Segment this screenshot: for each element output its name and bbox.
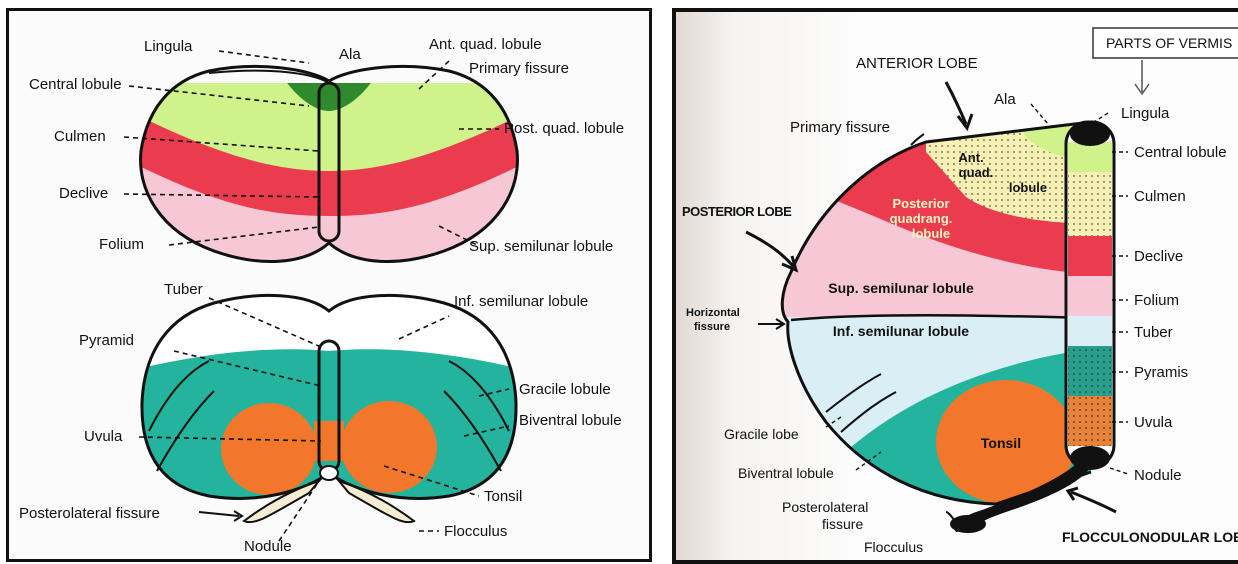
inner-post-1: Posterior [892,196,949,211]
label-biventral-lobule: Biventral lobule [519,412,622,429]
label-culmen: Culmen [1134,188,1186,205]
label-uvula: Uvula [84,428,123,445]
inner-sup-semilunar: Sup. semilunar lobule [828,280,974,296]
label-biventral-lobule: Biventral lobule [738,465,834,481]
inner-ant-1: Ant. [958,150,983,165]
label-primary-fissure: Primary fissure [469,60,569,77]
inner-post-3: lobule [912,226,950,241]
label-post-quad-lobule: Post. quad. lobule [504,120,624,137]
label-culmen: Culmen [54,128,106,145]
inner-ant-2: quad. [959,165,994,180]
label-ant-quad-lobule: Ant. quad. lobule [429,36,542,53]
label-uvula: Uvula [1134,414,1173,431]
inner-ant-3: lobule [1009,180,1047,195]
label-pyramid: Pyramid [79,332,134,349]
label-posterolateral: Posterolateral [782,499,868,515]
label-lingula: Lingula [1121,105,1170,122]
label-ala: Ala [994,91,1016,108]
label-anterior-lobe: ANTERIOR LOBE [856,55,978,72]
inferior-surface-bands [129,281,529,521]
label-flocculus: Flocculus [444,523,507,540]
label-horizontal-fissure: fissure [694,321,730,333]
label-nodule: Nodule [1134,467,1182,484]
flocculus-shape [950,515,986,533]
label-horizontal: Horizontal [686,307,740,319]
label-tuber: Tuber [164,281,203,298]
tonsil-right [341,401,437,493]
nodule-shape [320,466,338,480]
label-tuber: Tuber [1134,324,1173,341]
label-posterolateral-fissure: fissure [822,516,863,532]
label-declive: Declive [59,185,108,202]
label-declive: Declive [1134,248,1183,265]
label-posterior-lobe: POSTERIOR LOBE [682,204,792,219]
label-ala: Ala [339,46,361,63]
label-gracile-lobe: Gracile lobe [724,426,799,442]
superior-inferior-cerebellum-diagram: Lingula Ala Ant. quad. lobule Primary fi… [9,11,649,559]
inner-inf-semilunar: Inf. semilunar lobule [833,323,969,339]
tonsil-left [221,403,317,495]
lingula-shape [1070,122,1110,146]
inner-tonsil: Tonsil [981,435,1021,451]
label-central-lobule: Central lobule [1134,144,1227,161]
label-posterolateral-fissure: Posterolateral fissure [19,505,160,522]
label-sup-semilunar-lobule: Sup. semilunar lobule [469,238,613,255]
inner-post-2: quadrang. [890,211,953,226]
label-lingula: Lingula [144,38,193,55]
label-parts-of-vermis: PARTS OF VERMIS [1106,35,1232,51]
label-pyramis: Pyramis [1134,364,1188,381]
left-diagram-panel: Lingula Ala Ant. quad. lobule Primary fi… [6,8,652,562]
label-primary-fissure: Primary fissure [790,119,890,136]
lateral-cerebellum-diagram: PARTS OF VERMIS ANTERIOR LOBE Ala Lingul… [676,12,1238,560]
label-folium: Folium [99,236,144,253]
right-diagram-panel: PARTS OF VERMIS ANTERIOR LOBE Ala Lingul… [672,8,1238,564]
label-flocculus: Flocculus [864,539,923,555]
label-nodule: Nodule [244,538,292,555]
label-folium: Folium [1134,292,1179,309]
label-central-lobule: Central lobule [29,76,122,93]
label-inf-semilunar-lobule: Inf. semilunar lobule [454,293,588,310]
label-tonsil: Tonsil [484,488,522,505]
label-flocculonodular-lobe: FLOCCULONODULAR LOBE [1062,529,1238,545]
lateral-bands [766,112,1106,512]
label-gracile-lobule: Gracile lobule [519,381,611,398]
